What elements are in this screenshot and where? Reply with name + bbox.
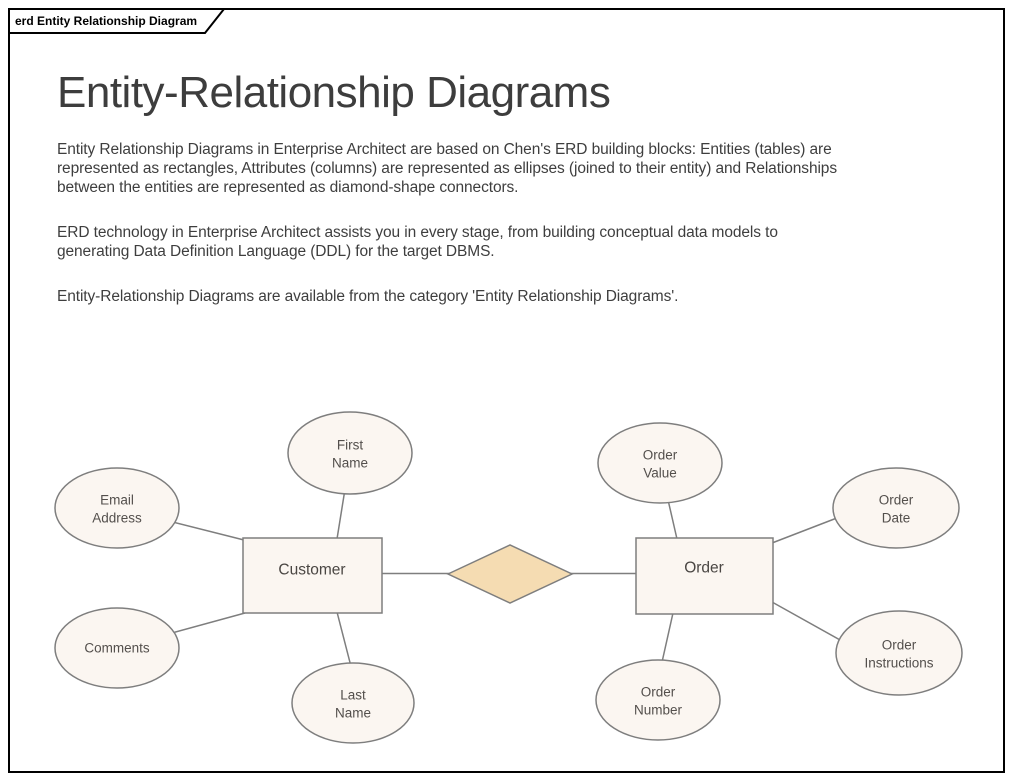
intro-paragraph-3: Entity-Relationship Diagrams are availab… — [57, 288, 679, 305]
attribute-last-name-label: Last Name — [334, 687, 371, 721]
attribute-first-name-label: First Name — [331, 437, 368, 471]
attribute-first-name-shape[interactable] — [287, 411, 413, 495]
attribute-order-value-shape[interactable] — [597, 422, 723, 504]
frame-tab-shape — [8, 8, 227, 34]
diagram-frame-border — [8, 8, 1005, 773]
attribute-email-address-label: Email Address — [92, 492, 142, 526]
attribute-comments-label: Comments — [84, 640, 150, 656]
attribute-order-instructions-shape[interactable] — [835, 610, 963, 696]
attribute-order-instructions-label: Order Instructions — [864, 637, 934, 671]
attribute-order-value-label: Order Value — [642, 447, 678, 481]
entity-customer-shape[interactable] — [242, 537, 383, 614]
attribute-last-name-shape[interactable] — [291, 662, 415, 744]
relationship-diamond-shape[interactable] — [446, 544, 574, 604]
attribute-comments-shape[interactable] — [54, 607, 180, 689]
attribute-order-date-shape[interactable] — [832, 467, 960, 549]
frame-tab-label: erd Entity Relationship Diagram — [15, 14, 198, 28]
entity-customer-label: Customer — [278, 561, 346, 579]
intro-paragraph-2: ERD technology in Enterprise Architect a… — [57, 224, 778, 260]
entity-order-label: Order — [684, 559, 724, 577]
entity-order-shape[interactable] — [635, 537, 774, 615]
attribute-order-number-label: Order Number — [633, 684, 682, 718]
intro-paragraph-1: Entity Relationship Diagrams in Enterpri… — [57, 141, 837, 196]
intro-text: Entity Relationship Diagrams in Enterpri… — [57, 140, 839, 332]
attribute-email-address-shape[interactable] — [54, 467, 180, 549]
attribute-order-number-shape[interactable] — [595, 659, 721, 741]
attribute-order-date-label: Order Date — [878, 492, 914, 526]
page-title: Entity-Relationship Diagrams — [57, 68, 611, 117]
